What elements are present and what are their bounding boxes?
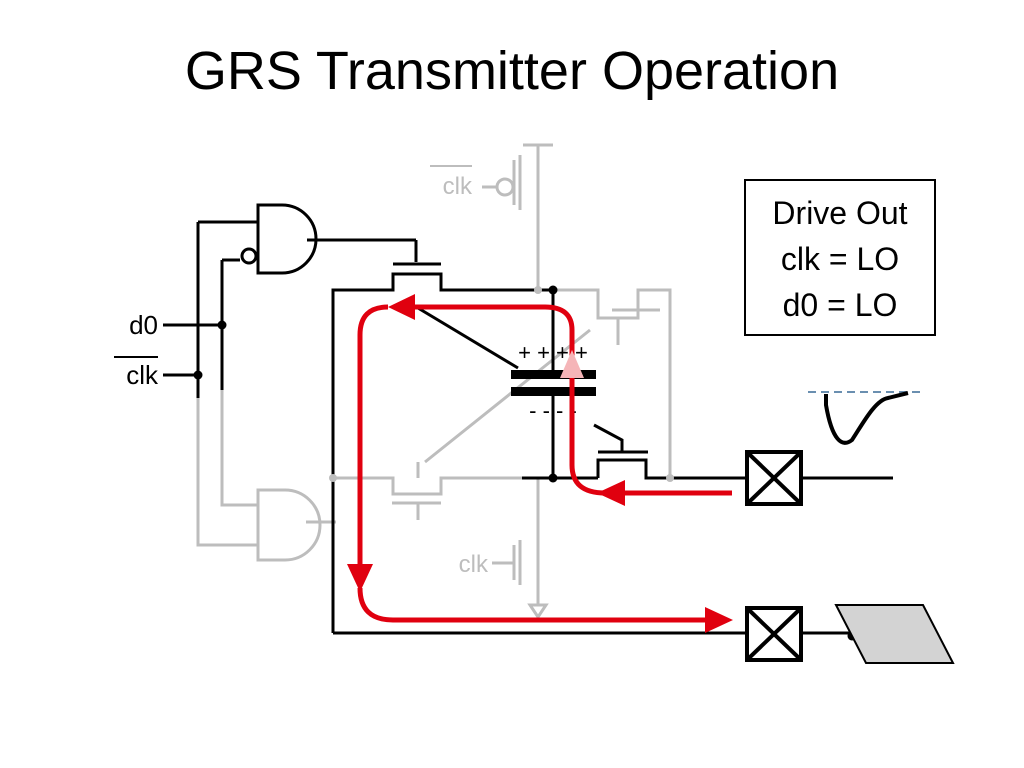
status-line-1: Drive Out — [772, 195, 907, 231]
output-pad-bottom — [745, 606, 803, 662]
output-pad-top — [745, 450, 803, 506]
junction-dots — [193, 285, 857, 641]
current-path — [357, 304, 732, 623]
status-line-2: clk = LO — [781, 241, 899, 277]
status-line-3: d0 = LO — [783, 287, 898, 323]
status-box — [744, 179, 936, 336]
capacitor-top-charge: + + + + — [518, 340, 588, 365]
output-parallelogram — [834, 604, 955, 664]
current-arrowheads — [347, 294, 733, 633]
faded-arrow — [560, 350, 584, 378]
clk-bar-label: clk — [126, 360, 159, 390]
capacitor — [511, 370, 596, 396]
slide-title: GRS Transmitter Operation — [184, 41, 840, 101]
capacitor-bottom-charge: - - - - — [529, 398, 577, 423]
clk-bottom-label: clk — [459, 551, 489, 578]
inactive-circuitry — [196, 143, 672, 620]
d0-label: d0 — [129, 310, 158, 340]
inactive-junction-dots — [329, 286, 674, 482]
clk-bar-top-label: clk — [443, 173, 473, 200]
output-waveform — [824, 391, 909, 445]
